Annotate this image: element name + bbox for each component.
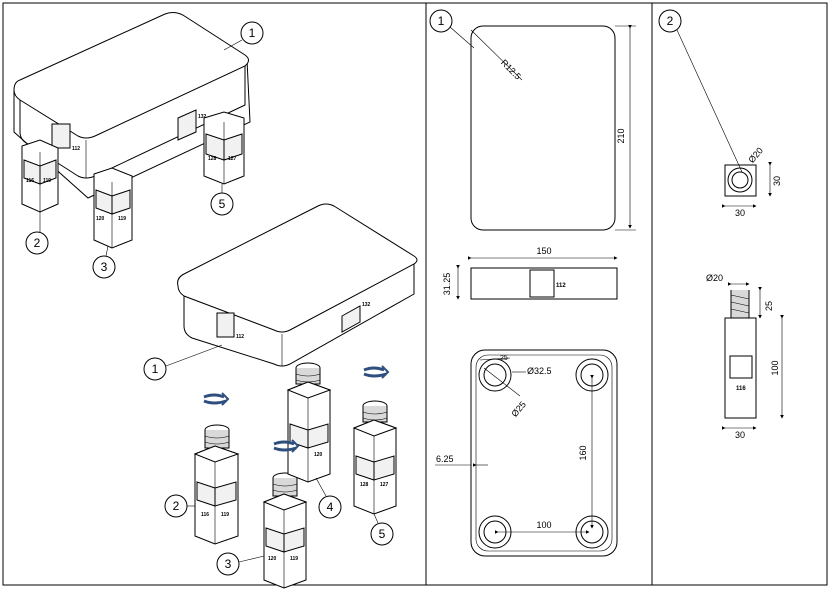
dim-dia-32-5: Ø32.5 [527,366,552,376]
callout-1-plan: 1 [429,9,475,49]
plan-bottom-view: 25 Ø32.5 Ø25 6.25 160 100 [435,349,618,557]
rotate-arrow-icon [273,439,300,453]
plan-top-view: R12.5 210 [470,25,636,231]
label-119-c: 119 [221,512,229,518]
svg-text:2: 2 [667,14,674,28]
exploded-seat: 112 132 [177,203,418,367]
svg-text:5: 5 [219,197,226,211]
label-116-side: 116 [736,386,746,392]
exploded-leg-5: 128 127 [352,400,398,515]
label-127-a: 127 [228,156,237,162]
assembled-leg-5: 128 127 [203,111,245,185]
label-112-mid: 112 [236,334,244,340]
assembled-leg-2: 116 119 [21,139,59,213]
leg-top-view: Ø20 30 30 [722,145,782,218]
svg-text:1: 1 [249,26,256,40]
dim-25: 25 [500,355,508,362]
assembled-stool: 112 132 116 119 120 119 128 127 [13,12,251,249]
dim-dia-20-side: Ø20 [706,273,723,283]
label-119-a: 119 [43,178,51,184]
callout-1-mid: 1 [143,344,223,381]
dim-height-31: 31.25 [442,273,452,296]
svg-text:4: 4 [327,500,334,514]
dim-160: 160 [578,445,588,460]
svg-text:3: 3 [101,260,108,274]
dim-6-25: 6.25 [436,454,454,464]
callout-3-low: 3 [216,552,265,576]
plan-front-view: 112 150 31.25 [442,246,618,300]
label-119-d: 119 [290,556,298,562]
label-116-b: 116 [201,512,209,518]
exploded-leg-4: 120 [286,362,332,483]
svg-text:2: 2 [34,236,41,250]
assembled-leg-3: 120 119 [93,167,133,249]
label-128-b: 128 [360,482,369,488]
svg-text:3: 3 [225,557,232,571]
dim-100-length: 100 [770,360,780,375]
leg-side-view: 116 Ø20 25 100 30 [706,273,784,440]
rotate-arrow-icon [363,365,390,379]
dim-width-150: 150 [536,246,551,256]
callout-2-side: 2 [658,9,743,173]
label-127-b: 127 [380,482,389,488]
exploded-leg-3: 120 119 [262,472,308,589]
dim-height-210: 210 [616,128,626,143]
callout-2-top: 2 [25,212,49,255]
label-119-b: 119 [118,216,126,222]
label-120-a: 120 [96,216,105,222]
svg-text:1: 1 [152,362,159,376]
callout-2-low: 2 [164,494,195,518]
exploded-leg-2: 116 119 [193,424,240,545]
dim-30-top-h: 30 [772,176,782,186]
dim-25-thread: 25 [764,301,774,311]
rotate-arrow-icon [203,392,230,406]
dim-dia-20-top: Ø20 [746,145,765,164]
sheet-border [2,2,828,586]
callout-5-low: 5 [370,513,394,546]
label-120-b: 120 [268,556,277,562]
svg-text:2: 2 [173,499,180,513]
callout-1-top: 1 [223,21,264,51]
label-132-top: 132 [198,114,207,120]
label-112-top: 112 [72,146,80,152]
callout-3-top: 3 [92,245,116,279]
dim-radius: R12.5 [499,58,523,82]
label-120-c: 120 [314,452,323,458]
dim-dia-25: Ø25 [509,399,528,418]
dim-30-top-w: 30 [735,208,745,218]
label-112-front: 112 [556,283,566,289]
dim-100: 100 [536,520,551,530]
callout-5-top: 5 [210,184,234,216]
label-128-a: 128 [208,156,217,162]
svg-text:1: 1 [438,14,445,28]
svg-text:5: 5 [379,527,386,541]
label-132-mid: 132 [362,302,371,308]
callout-4-low: 4 [315,477,342,519]
label-116-a: 116 [26,178,34,184]
dim-30-width: 30 [735,430,745,440]
